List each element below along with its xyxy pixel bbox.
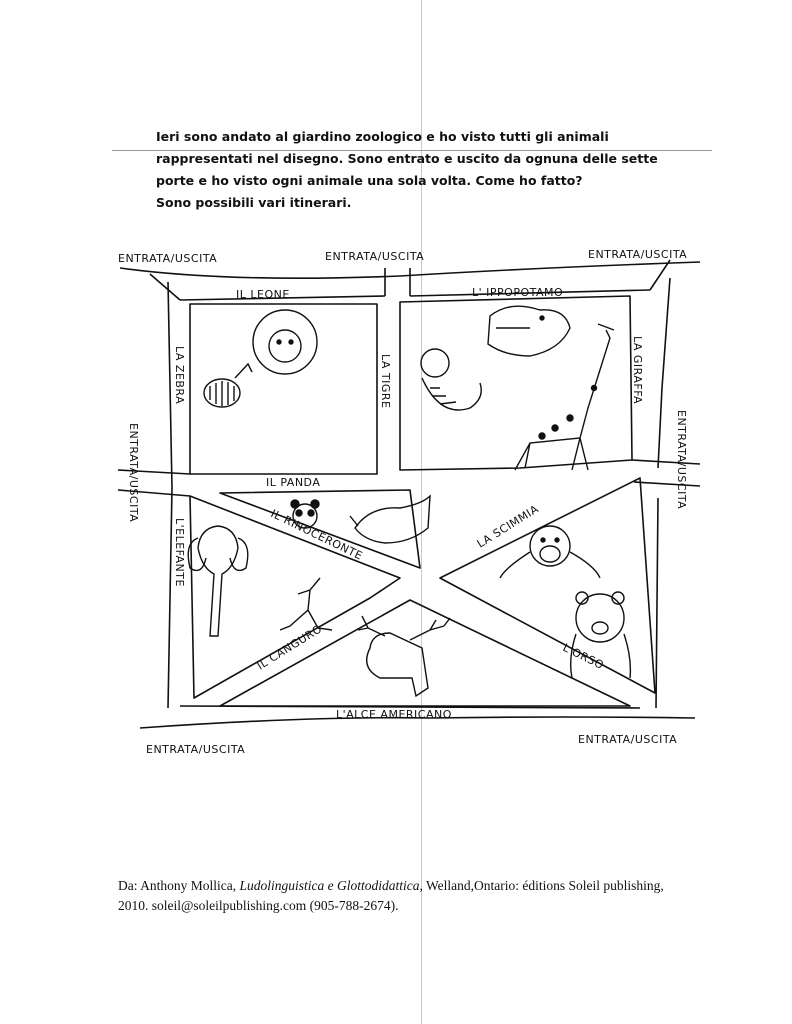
source-citation: Da: Anthony Mollica, Ludolinguistica e G… xyxy=(118,876,718,916)
gate-label-bottom-left: ENTRATA/USCITA xyxy=(146,743,245,756)
path-label-tigre: LA TIGRE xyxy=(379,354,392,408)
path-label-zebra: LA ZEBRA xyxy=(173,346,186,404)
citation-publisher: , Welland,Ontario: éditions Soleil publi… xyxy=(420,878,664,893)
instruction-line-2: rappresentati nel disegno. Sono entrato … xyxy=(156,148,716,170)
right-road-edge-top xyxy=(658,278,670,468)
elephant-icon xyxy=(188,526,248,636)
path-label-elefante: L'ELEFANTE xyxy=(173,518,186,587)
gate-label-right: ENTRATA/USCITA xyxy=(675,410,688,509)
monkey-icon xyxy=(500,526,600,578)
gate-label-bottom-right: ENTRATA/USCITA xyxy=(578,733,677,746)
path-label-alce: L'ALCE AMERICANO xyxy=(336,708,452,721)
right-gate-path xyxy=(632,460,700,486)
gate-label-top-center: ENTRATA/USCITA xyxy=(325,250,424,263)
zoo-map: ENTRATA/USCITA ENTRATA/USCITA ENTRATA/US… xyxy=(110,238,710,768)
citation-book-title: Ludolinguistica e Glottodidattica xyxy=(240,878,420,893)
path-label-orso: L'ORSO xyxy=(561,641,606,672)
path-label-ippopotamo: L' IPPOPOTAMO xyxy=(472,286,563,299)
rhino-icon xyxy=(350,496,430,543)
path-label-leone: IL LEONE xyxy=(236,288,290,301)
path-label-panda: IL PANDA xyxy=(266,476,320,489)
animal-drawings xyxy=(188,306,630,696)
instruction-line-4: Sono possibili vari itinerari. xyxy=(156,192,716,214)
citation-prefix: Da: Anthony Mollica, xyxy=(118,878,240,893)
path-label-giraffa: LA GIRAFFA xyxy=(631,336,644,404)
instruction-line-1: Ieri sono andato al giardino zoologico e… xyxy=(156,126,716,148)
monkey-bear-enclosure xyxy=(440,478,655,693)
giraffe-icon xyxy=(515,324,614,470)
citation-line-1: Da: Anthony Mollica, Ludolinguistica e G… xyxy=(118,876,718,896)
zebra-icon xyxy=(204,364,252,407)
gate-label-top-right: ENTRATA/USCITA xyxy=(588,248,687,261)
right-road-edge-bottom xyxy=(656,498,658,708)
citation-line-2: 2010. soleil@soleilpublishing.com (905-7… xyxy=(118,896,718,916)
gate-label-top-left: ENTRATA/USCITA xyxy=(118,252,217,265)
puzzle-instructions: Ieri sono andato al giardino zoologico e… xyxy=(156,126,716,214)
lion-icon xyxy=(253,310,317,374)
path-label-canguro: IL CANGURO xyxy=(255,622,325,672)
moose-icon xyxy=(358,616,450,696)
hippo-icon xyxy=(488,306,570,356)
tiger-giraffe-enclosure xyxy=(400,296,632,470)
tiger-icon xyxy=(421,349,481,410)
instruction-line-3: porte e ho visto ogni animale una sola v… xyxy=(156,170,716,192)
kangaroo-icon xyxy=(280,578,332,630)
gate-label-left: ENTRATA/USCITA xyxy=(127,423,140,522)
